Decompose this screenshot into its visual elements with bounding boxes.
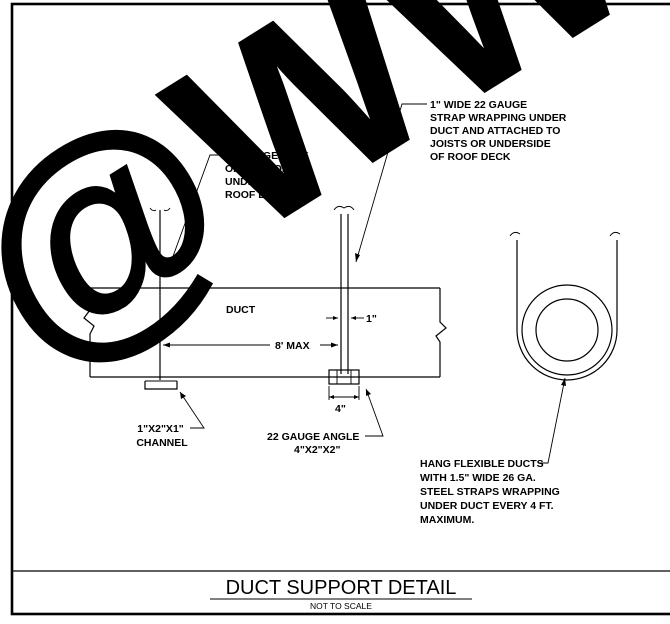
flexible-duct (509, 231, 621, 381)
channel-note: 1"X2"X1" CHANNEL (136, 423, 188, 449)
strap-note: 1" WIDE 22 GAUGE STRAP WRAPPING UNDER DU… (430, 99, 569, 163)
angle-width-label: 4" (335, 403, 346, 415)
leader-angle-note (365, 388, 384, 437)
rigid-duct (83, 287, 447, 378)
flex-note: HANG FLEXIBLE DUCTS WITH 1.5" WIDE 26 GA… (420, 458, 563, 526)
leader-channel-note (179, 391, 205, 429)
channel-support (144, 380, 178, 390)
angle-support (328, 369, 360, 385)
angle-width-dimension: 4" (328, 386, 360, 415)
leader-strap-note (355, 103, 427, 263)
wire-note: 12 GAUGE WIRE OR 1/4" ROD TO UNDERSIDE O… (225, 150, 311, 201)
spacing-label: 8' MAX (275, 340, 310, 352)
leader-wire-note (167, 154, 222, 271)
sheet-border (10, 2, 670, 616)
angle-note: 22 GAUGE ANGLE 4"X2"X2" (267, 431, 362, 456)
spacing-dimension: 8' MAX (163, 340, 338, 352)
strap-width-label: 1" (366, 313, 377, 325)
drawing-title: DUCT SUPPORT DETAIL (226, 577, 457, 599)
leader-flex-note (538, 377, 566, 464)
watermark-text: @WWW (0, 0, 670, 416)
drawing-subtitle: NOT TO SCALE (310, 601, 372, 611)
strap-width-dimension: 1" (326, 313, 377, 325)
duct-label: DUCT (226, 304, 256, 316)
hanger-wire (149, 207, 171, 380)
strap-hanger (333, 205, 355, 374)
